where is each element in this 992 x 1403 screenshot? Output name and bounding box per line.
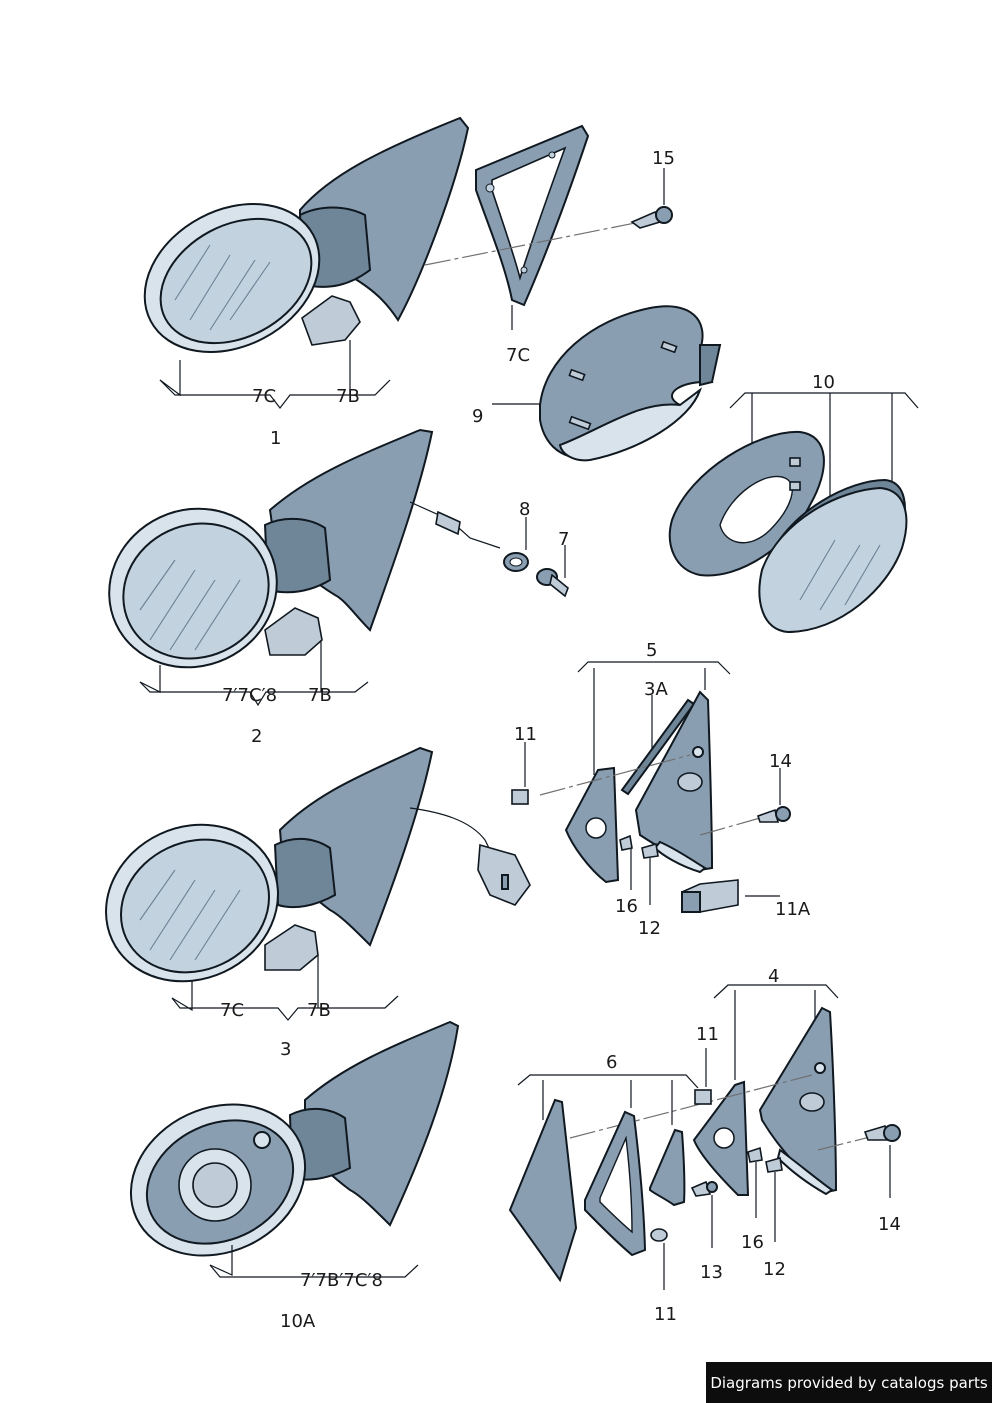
nut-11-upper[interactable]	[511, 789, 529, 805]
backing-plate-10[interactable]	[668, 430, 825, 577]
label-7c: 7C	[252, 386, 276, 407]
clip-16-upper[interactable]	[619, 834, 633, 851]
label-7-7b-7c-8: 7′7B′7C′8	[300, 1270, 383, 1291]
label-4: 4	[768, 966, 779, 987]
screw-14-upper[interactable]	[756, 806, 791, 823]
gasket-plate-5[interactable]	[564, 766, 620, 884]
label-9: 9	[472, 406, 483, 427]
label-10: 10	[812, 372, 835, 393]
label-12-upper: 12	[638, 918, 661, 939]
mirror-assembly-1[interactable]	[119, 116, 470, 381]
label-3: 3	[280, 1039, 291, 1060]
label-7b-3: 7B	[307, 1000, 331, 1021]
base-plate-5[interactable]	[634, 690, 714, 874]
label-6: 6	[606, 1052, 617, 1073]
clip-12-lower[interactable]	[765, 1156, 783, 1173]
label-10a: 10A	[280, 1311, 316, 1332]
connector-plug[interactable]	[477, 843, 531, 906]
label-7b-2: 7B	[308, 685, 332, 706]
mirror-glass-10[interactable]	[758, 478, 908, 634]
label-2: 2	[251, 726, 262, 747]
label-14-upper: 14	[769, 751, 792, 772]
screw-13[interactable]	[690, 1180, 718, 1197]
small-triangle-6[interactable]	[649, 1128, 686, 1207]
label-1: 1	[270, 428, 281, 449]
gasket-plate-4[interactable]	[692, 1080, 750, 1196]
label-15: 15	[652, 148, 675, 169]
triangle-frame-6[interactable]	[584, 1110, 647, 1257]
label-7c-plate: 7C	[506, 345, 530, 366]
label-11-upper: 11	[514, 724, 537, 745]
mirror-assembly-10a[interactable]	[106, 1020, 460, 1283]
screw-15[interactable]	[630, 206, 673, 229]
triangle-cover-6[interactable]	[508, 1098, 578, 1283]
label-11a: 11A	[775, 899, 811, 920]
base-plate-4[interactable]	[758, 1006, 838, 1196]
label-14-lower: 14	[878, 1214, 901, 1235]
label-7-7c-8: 7′7C′8	[222, 685, 277, 706]
clip-16-lower[interactable]	[747, 1146, 763, 1163]
footer-credit: Diagrams provided by catalogs parts	[706, 1362, 992, 1403]
mirror-cover-9[interactable]	[539, 305, 722, 462]
grommet-8[interactable]	[503, 552, 529, 572]
label-12-lower: 12	[763, 1259, 786, 1280]
block-11a[interactable]	[681, 879, 739, 913]
label-13: 13	[700, 1262, 723, 1283]
label-3a: 3A	[644, 679, 668, 700]
mirror-assembly-2[interactable]	[83, 428, 434, 695]
label-11-middle: 11	[696, 1024, 719, 1045]
clip-12-upper[interactable]	[641, 842, 659, 859]
nut-11-lower[interactable]	[650, 1228, 668, 1242]
label-7c-3: 7C	[220, 1000, 244, 1021]
label-16-upper: 16	[615, 896, 638, 917]
label-7: 7	[558, 529, 569, 550]
label-5: 5	[646, 640, 657, 661]
bolt-7[interactable]	[536, 568, 569, 598]
triangle-plate-7c[interactable]	[475, 124, 590, 307]
nut-11-middle[interactable]	[694, 1089, 712, 1105]
mirror-assembly-3[interactable]	[80, 746, 434, 1009]
label-7b: 7B	[336, 386, 360, 407]
label-16-lower: 16	[741, 1232, 764, 1253]
label-8: 8	[519, 499, 530, 520]
screw-14-lower[interactable]	[863, 1124, 901, 1142]
label-11-lower: 11	[654, 1304, 677, 1325]
